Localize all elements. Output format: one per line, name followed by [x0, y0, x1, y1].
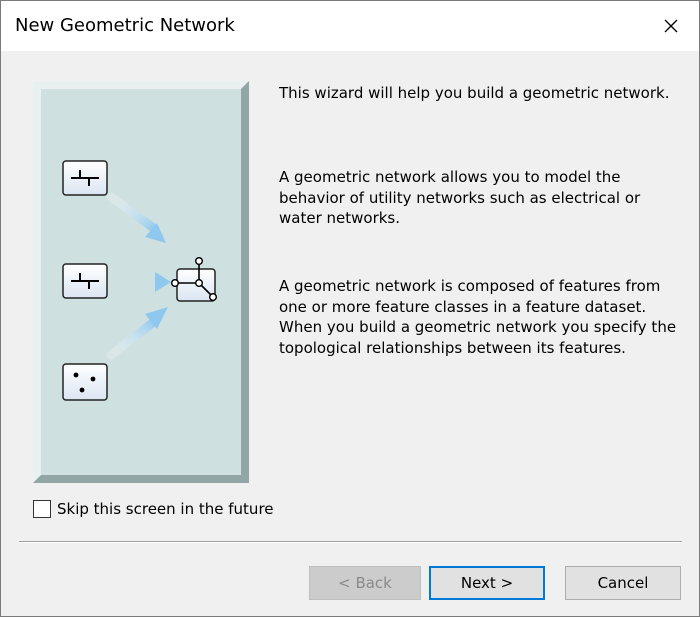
intro-text: This wizard will help you build a geomet… [279, 84, 670, 102]
close-icon [664, 19, 678, 33]
separator [19, 541, 682, 543]
next-button[interactable]: Next > [429, 566, 545, 600]
skip-screen-checkbox[interactable] [33, 500, 51, 518]
title-bar: New Geometric Network [1, 1, 699, 51]
skip-screen-option[interactable]: Skip this screen in the future [33, 500, 274, 518]
point-feature-icon [62, 363, 108, 401]
geometric-network-illustration [33, 81, 249, 483]
network-icon [170, 256, 217, 302]
line-feature-icon [62, 263, 108, 299]
network-composition-text: A geometric network is composed of featu… [279, 277, 677, 357]
skip-screen-label[interactable]: Skip this screen in the future [57, 500, 274, 518]
network-purpose-text: A geometric network allows you to model … [279, 168, 641, 227]
back-button[interactable]: < Back [309, 566, 421, 600]
close-button[interactable] [643, 1, 699, 51]
cancel-button[interactable]: Cancel [565, 566, 681, 600]
line-feature-icon [62, 160, 108, 196]
window-title: New Geometric Network [15, 15, 235, 36]
